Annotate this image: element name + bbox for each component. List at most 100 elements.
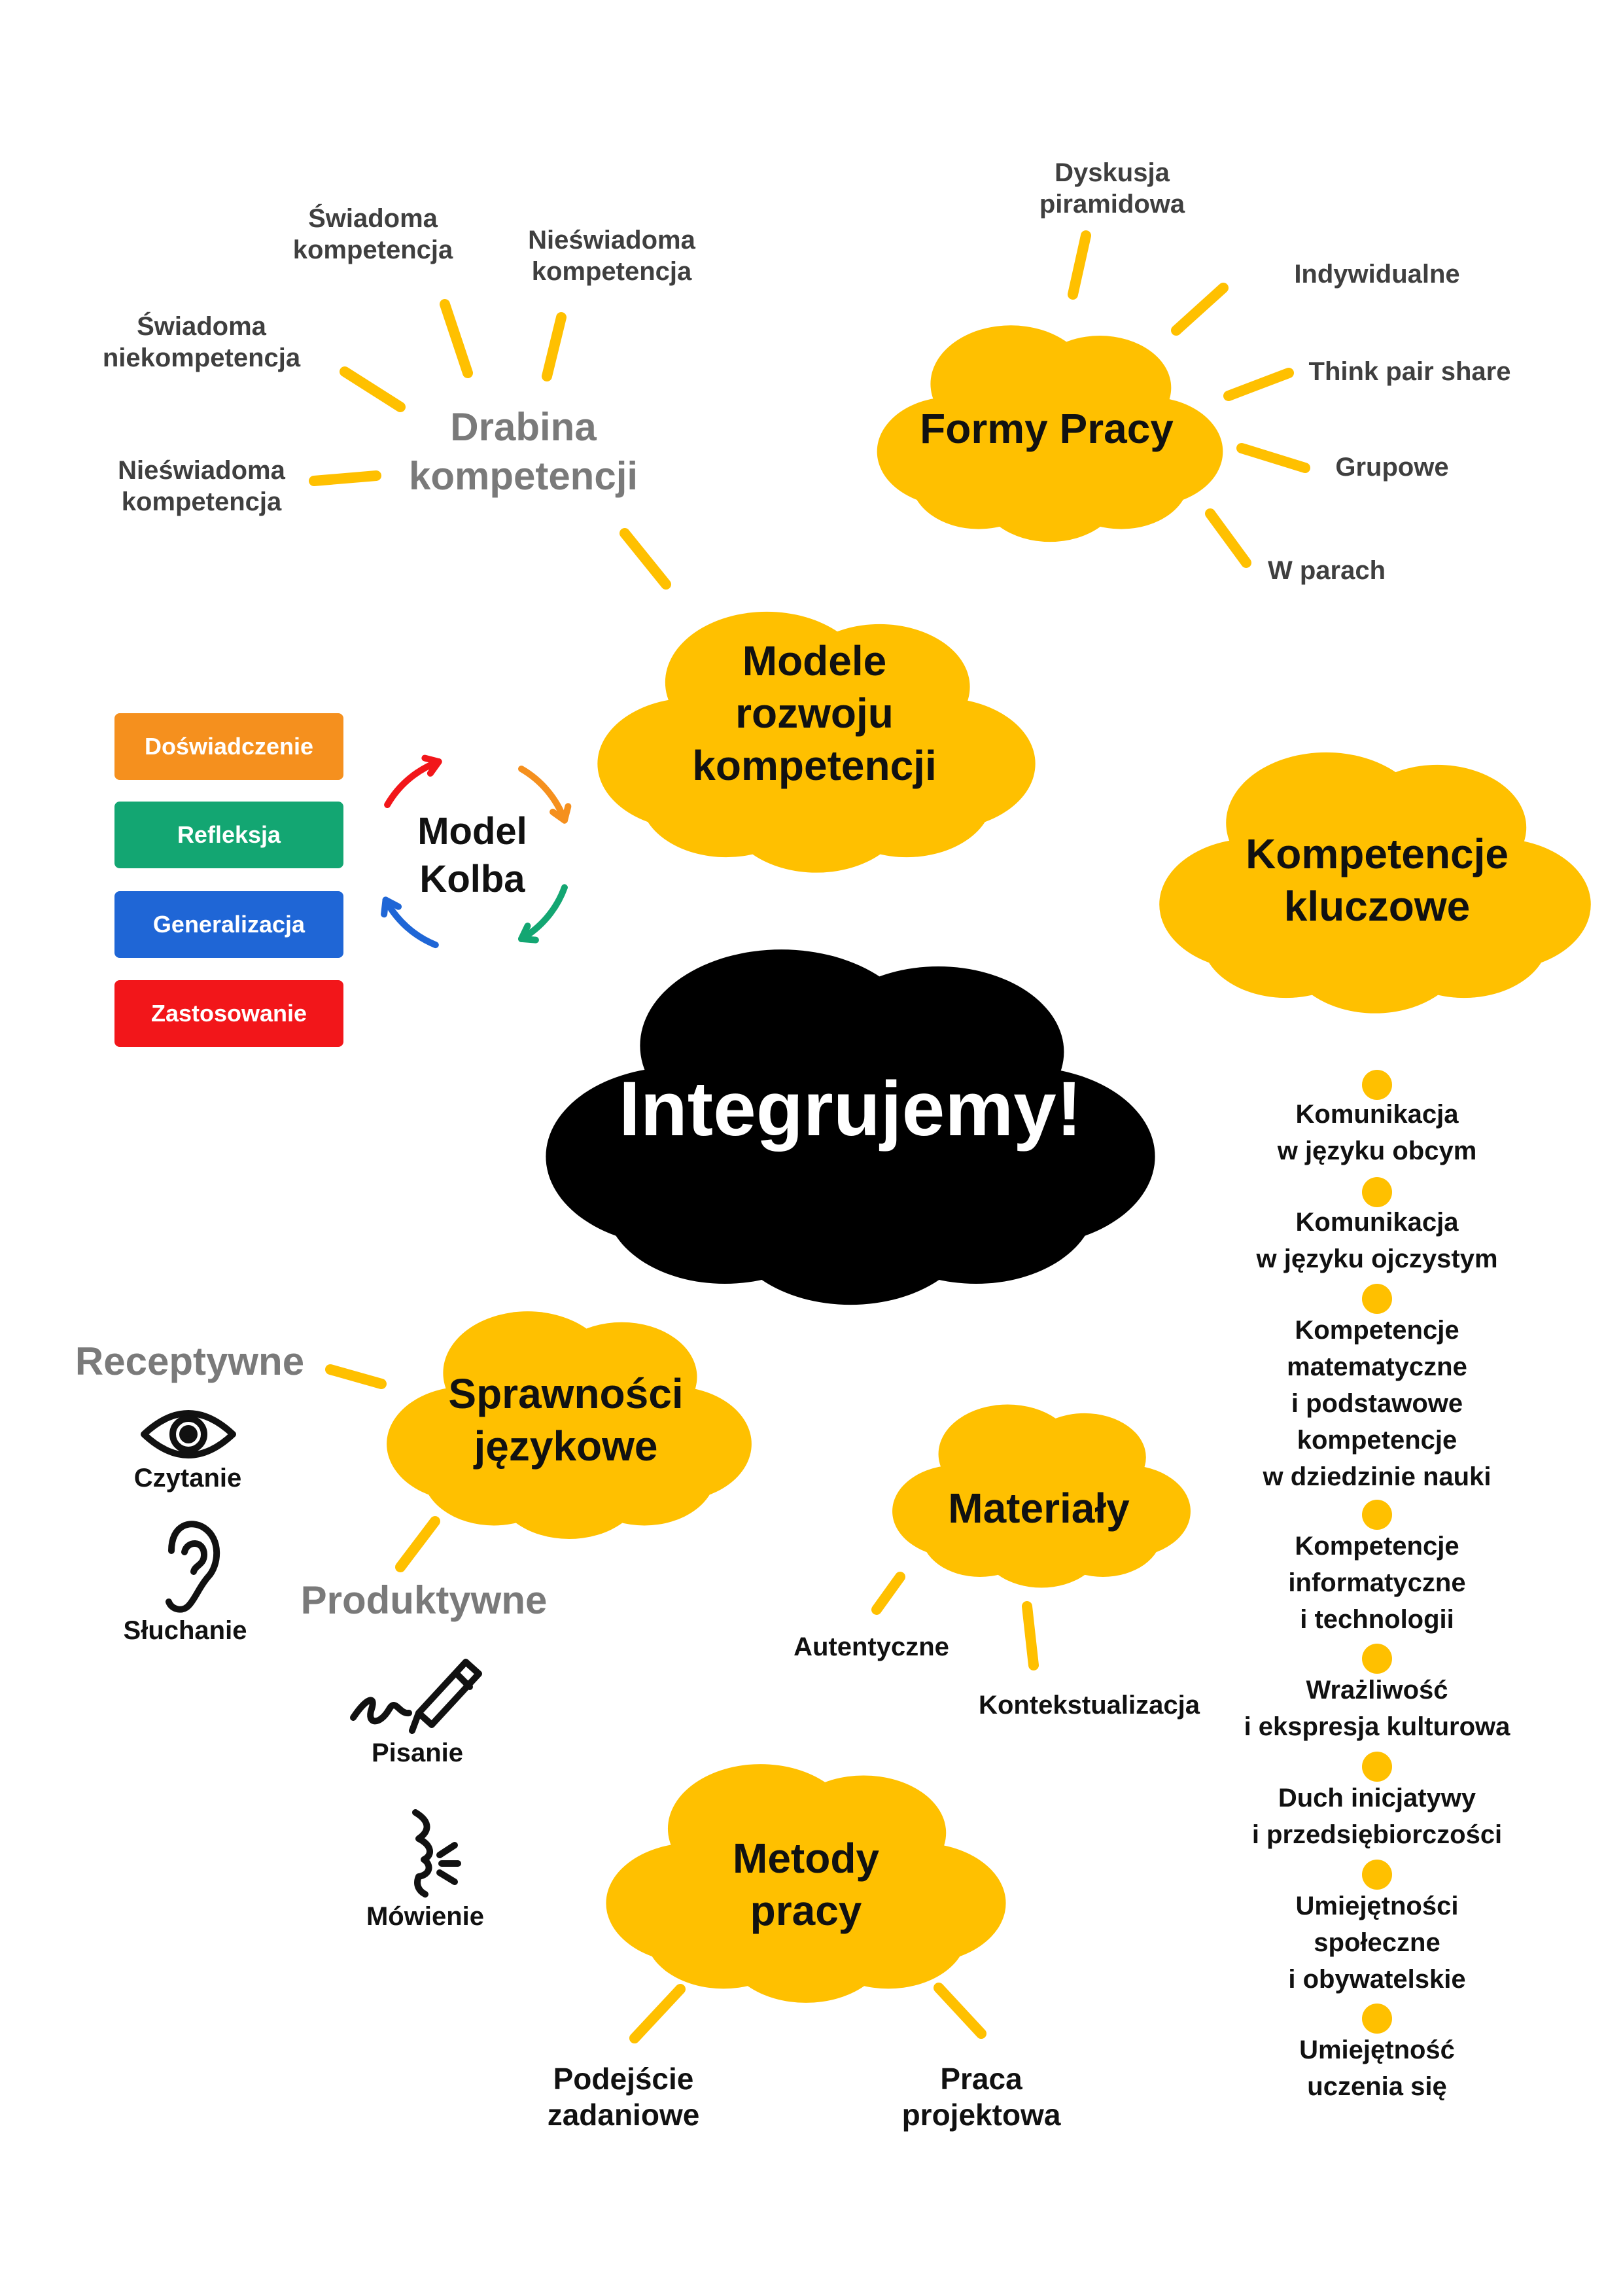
- ladder-item-2-line-1: Nieświadoma: [528, 226, 695, 255]
- key-competence-2: Komunikacja w języku ojczystym: [1256, 1204, 1497, 1277]
- ray-ladder-2: [542, 312, 567, 381]
- center-title: Integrujemy!: [618, 1066, 1083, 1152]
- key-competence-3-line-5: w dziedzinie nauki: [1263, 1462, 1492, 1491]
- reading-label: Czytanie: [133, 1464, 242, 1492]
- key-competence-bullet-8: [1362, 2004, 1392, 2034]
- forms-cloud: [877, 325, 1223, 542]
- methods-cloud-label: Metody pracy: [733, 1832, 879, 1937]
- skills-cloud-label: Sprawności językowe: [448, 1368, 683, 1472]
- kolb-stage-generalization: Generalizacja: [114, 891, 343, 958]
- models-line-2: rozwoju: [735, 690, 894, 737]
- materials-item-1: Autentyczne: [794, 1633, 949, 1661]
- key-competence-3-line-2: matematyczne: [1287, 1352, 1467, 1381]
- forms-item-5: W parach: [1267, 556, 1386, 585]
- ray-materials-2: [1022, 1601, 1039, 1670]
- key-competence-bullet-6: [1362, 1752, 1392, 1782]
- key-competence-bullet-7: [1362, 1860, 1392, 1890]
- ladder-item-3: Świadoma niekompetencja: [103, 311, 300, 374]
- key-competence-4-line-1: Kompetencje: [1295, 1532, 1459, 1561]
- key-competence-2-line-2: w języku ojczystym: [1256, 1245, 1498, 1273]
- ladder-item-1-line-2: kompetencja: [292, 236, 453, 264]
- ray-models-ladder: [620, 528, 671, 590]
- key-competence-8: Umiejętność uczenia się: [1299, 2032, 1455, 2105]
- key-competence-7-line-2: społeczne: [1314, 1928, 1440, 1957]
- skills-line-1: Sprawności: [448, 1370, 684, 1417]
- forms-item-2: Indywidualne: [1294, 260, 1460, 289]
- key-competence-6-line-2: i przedsiębiorczości: [1251, 1820, 1503, 1849]
- ray-forms-5: [1205, 508, 1251, 568]
- key-competence-7: Umiejętności społeczne i obywatelskie: [1288, 1888, 1465, 1998]
- forms-item-1-line-1: Dyskusja: [1055, 158, 1170, 187]
- methods-line-2: pracy: [750, 1887, 862, 1934]
- materials-cloud: [892, 1404, 1191, 1588]
- key-competence-5: Wrażliwość i ekspresja kulturowa: [1244, 1672, 1510, 1745]
- productive-title: Produktywne: [300, 1578, 548, 1622]
- ray-ladder-3: [340, 366, 406, 412]
- key-competence-4-line-2: informatyczne: [1288, 1568, 1466, 1597]
- forms-item-3: Think pair share: [1308, 357, 1511, 386]
- key-competences-line-2: kluczowe: [1283, 883, 1471, 930]
- methods-item-1-line-1: Podejście: [553, 2062, 694, 2096]
- ray-ladder-1: [440, 299, 473, 378]
- key-competences-line-1: Kompetencje: [1246, 830, 1509, 877]
- ladder-item-2: Nieświadoma kompetencja: [528, 224, 695, 287]
- key-competence-2-line-1: Komunikacja: [1295, 1208, 1459, 1237]
- ladder-item-4-line-1: Nieświadoma: [118, 456, 285, 485]
- models-cloud: [597, 611, 1036, 873]
- key-competence-bullet-2: [1362, 1177, 1392, 1207]
- kolb-arrow-green-icon: [518, 884, 568, 944]
- skills-line-2: językowe: [474, 1422, 658, 1470]
- ladder-title-line-2: kompetencji: [408, 454, 638, 498]
- key-competence-3-line-4: kompetencje: [1297, 1426, 1457, 1455]
- listening-label: Słuchanie: [123, 1616, 247, 1645]
- ear-icon: [166, 1521, 220, 1613]
- speaking-face-icon: [412, 1809, 461, 1898]
- ladder-item-3-line-1: Świadoma: [137, 312, 266, 341]
- kolb-arrow-red-icon: [384, 754, 442, 808]
- key-competence-3-line-1: Kompetencje: [1295, 1316, 1459, 1345]
- models-line-3: kompetencji: [692, 742, 937, 789]
- ladder-item-2-line-2: kompetencja: [531, 257, 692, 286]
- methods-line-1: Metody: [733, 1835, 879, 1882]
- key-competence-1: Komunikacja w języku obcym: [1278, 1096, 1477, 1169]
- key-competence-8-line-2: uczenia się: [1307, 2072, 1447, 2101]
- eye-icon: [141, 1410, 236, 1458]
- methods-item-2-line-2: projektowa: [901, 2098, 1061, 2132]
- key-competence-5-line-1: Wrażliwość: [1306, 1676, 1448, 1704]
- ladder-item-4-line-2: kompetencja: [121, 487, 282, 516]
- key-competence-6: Duch inicjatywy i przedsiębiorczości: [1252, 1780, 1502, 1853]
- key-competence-bullet-3: [1362, 1284, 1392, 1314]
- ray-materials-1: [871, 1572, 905, 1615]
- materials-item-2: Kontekstualizacja: [979, 1691, 1200, 1720]
- methods-item-2: Praca projektowa: [902, 2061, 1061, 2133]
- models-cloud-label: Modele rozwoju kompetencji: [692, 635, 936, 792]
- forms-cloud-label: Formy Pracy: [920, 405, 1174, 452]
- speaking-label: Mówienie: [366, 1902, 485, 1931]
- ladder-item-4: Nieświadoma kompetencja: [118, 455, 285, 518]
- ray-forms-3: [1223, 368, 1294, 401]
- ray-forms-4: [1236, 443, 1310, 473]
- key-competence-1-line-1: Komunikacja: [1295, 1100, 1459, 1129]
- ray-ladder-4: [309, 470, 381, 486]
- kolb-title-line-2: Kolba: [419, 857, 525, 900]
- ray-skills-receptive: [325, 1364, 387, 1389]
- ladder-title-line-1: Drabina: [450, 405, 597, 449]
- models-line-1: Modele: [742, 637, 887, 684]
- forms-item-1-line-2: piramidowa: [1039, 190, 1185, 219]
- kolb-arrow-blue-icon: [381, 896, 439, 949]
- kolb-title: Model Kolba: [417, 808, 527, 903]
- key-competence-7-line-1: Umiejętności: [1295, 1892, 1459, 1920]
- key-competence-3-line-3: i podstawowe: [1291, 1389, 1463, 1418]
- key-competence-7-line-3: i obywatelskie: [1288, 1965, 1466, 1994]
- center-cloud: [546, 949, 1155, 1305]
- key-competence-bullet-1: [1362, 1070, 1392, 1100]
- methods-item-2-line-1: Praca: [940, 2062, 1022, 2096]
- methods-item-1-line-2: zadaniowe: [547, 2098, 700, 2132]
- kolb-arrow-orange-icon: [518, 766, 572, 824]
- key-competence-1-line-2: w języku obcym: [1277, 1137, 1477, 1165]
- ray-methods-2: [934, 1983, 986, 2039]
- writing-label: Pisanie: [371, 1739, 464, 1767]
- key-competences-cloud-label: Kompetencje kluczowe: [1246, 828, 1509, 932]
- key-competence-6-line-1: Duch inicjatywy: [1278, 1784, 1476, 1812]
- ray-methods-1: [629, 1984, 686, 2043]
